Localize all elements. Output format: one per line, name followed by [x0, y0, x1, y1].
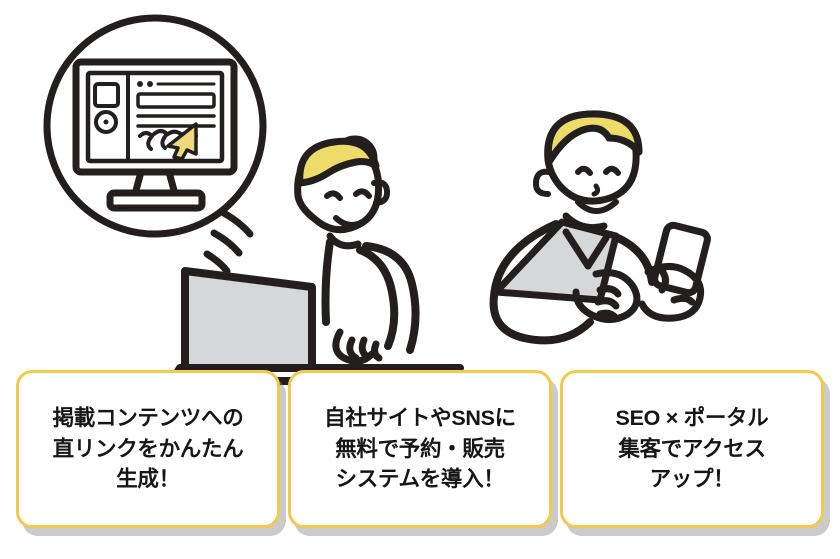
feature-card-text: 自社サイトやSNSに 無料で予約・販売 システムを導入！: [324, 406, 516, 492]
ear-2: [532, 168, 552, 197]
thought-bubble-group: [43, 14, 267, 289]
torso-left: [321, 238, 334, 326]
neck: [326, 232, 362, 250]
content-block-1: [136, 92, 216, 109]
sidebar-thumb-icon: [93, 82, 120, 108]
ear: [371, 179, 391, 206]
eye-left-2: [575, 165, 593, 176]
feature-card-text: SEO × ポータル 集客でアクセス アップ！: [615, 406, 769, 492]
body-outline: [489, 220, 594, 345]
feature-card-direct-link[interactable]: 掲載コンテンツへの 直リンクをかんたん 生成！: [16, 370, 280, 528]
arm-inner: [356, 246, 399, 350]
sidebar-circle-icon: [94, 110, 118, 134]
person-with-smartphone: [489, 110, 711, 345]
mouth: [333, 215, 369, 228]
mouth-2: [575, 199, 619, 214]
eye-right-2: [603, 165, 621, 176]
sidebar-circle-dot: [103, 119, 109, 125]
eye-right: [353, 188, 372, 199]
screen-content: [93, 74, 216, 161]
hand-on-keyboard: [332, 328, 383, 365]
fingers-right: [638, 263, 705, 322]
hair-top: [544, 110, 643, 166]
feature-card-row: 掲載コンテンツへの 直リンクをかんたん 生成！ 自社サイトやSNSに 無料で予約…: [0, 370, 840, 540]
shoulder-right: [614, 234, 656, 286]
monitor-stand-base: [106, 189, 206, 212]
shoulder-arm-right: [362, 242, 420, 354]
feature-card-seo-portal[interactable]: SEO × ポータル 集客でアクセス アップ！: [560, 370, 824, 528]
pointer-cursor-icon: [166, 122, 198, 161]
hair-front: [296, 137, 380, 187]
hand-pointing: [572, 269, 641, 323]
content-bullet-1: [137, 81, 143, 87]
feature-card-free-system[interactable]: 自社サイトやSNSに 無料で予約・販売 システムを導入！: [288, 370, 552, 528]
eye-left: [324, 190, 343, 201]
laptop-screen: [181, 267, 316, 372]
collar-v: [562, 228, 610, 270]
hand-holding-phone: [638, 221, 711, 322]
nose-2: [591, 183, 601, 197]
content-bullet-2: [147, 81, 153, 87]
feature-card-text: 掲載コンテンツへの 直リンクをかんたん 生成！: [52, 406, 244, 492]
